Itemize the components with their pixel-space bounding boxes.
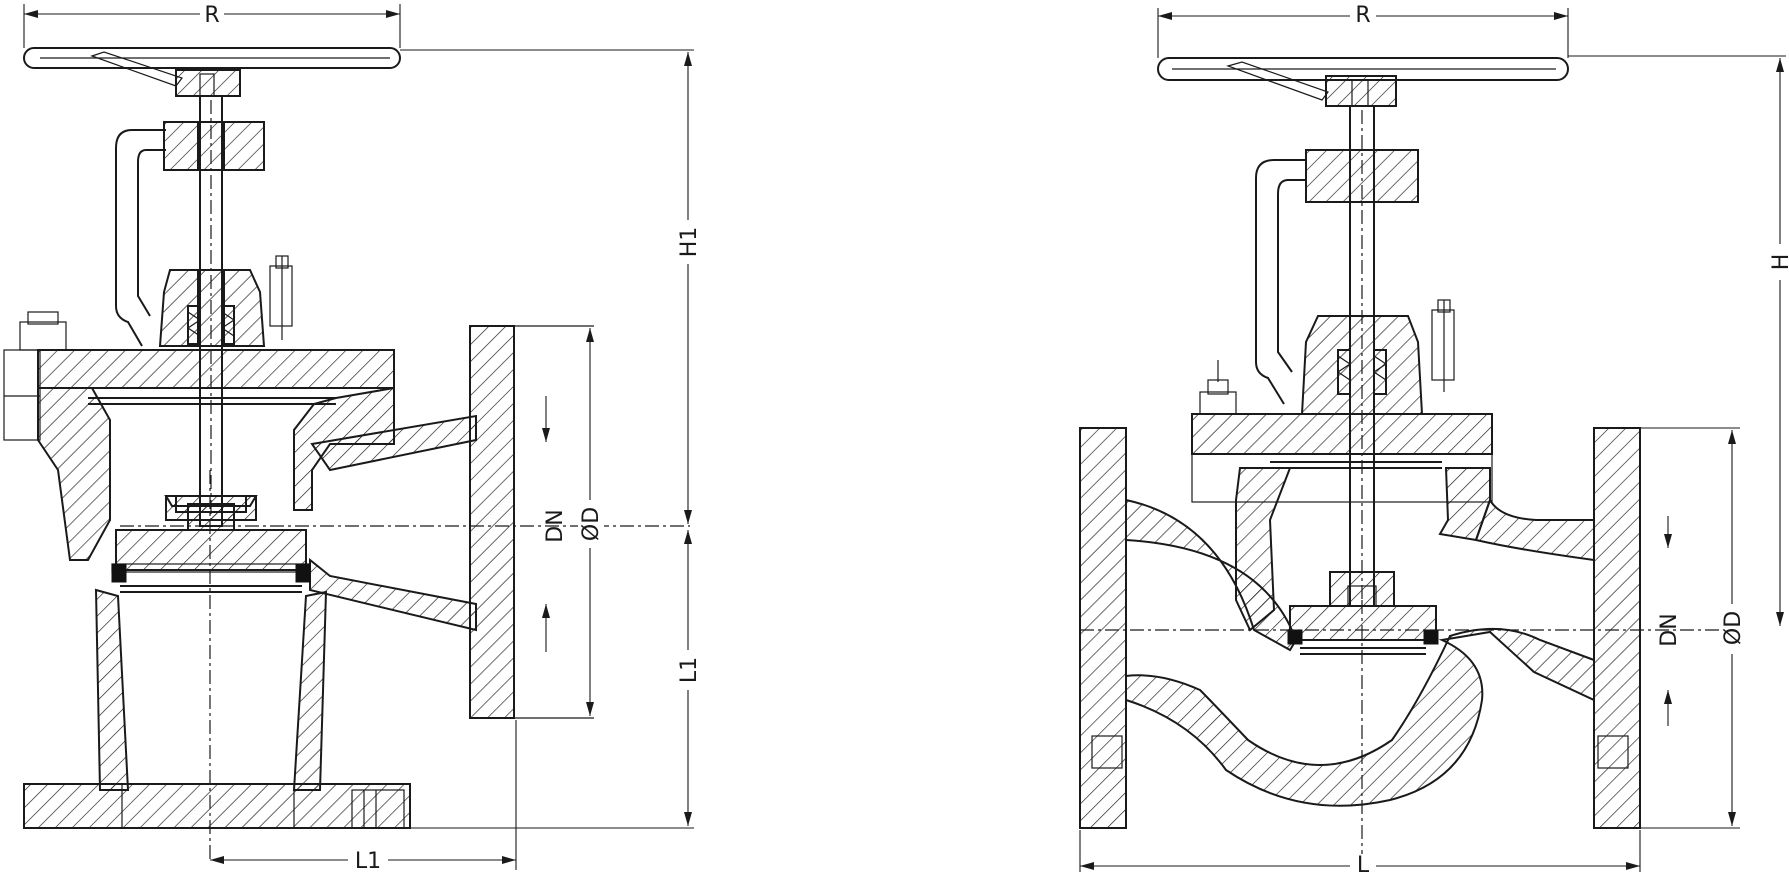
dimension-l1-vertical: L1	[410, 530, 702, 829]
label-od-right: ØD	[1721, 611, 1746, 645]
valve-disc	[111, 495, 311, 593]
inlet-body	[23, 588, 411, 829]
bonnet	[1300, 299, 1455, 415]
dimension-dn-right: DN	[1657, 516, 1682, 726]
outlet-flange	[1593, 427, 1641, 829]
dimension-h: H	[1568, 55, 1789, 626]
dimension-od-right: ØD	[1640, 427, 1746, 829]
body-flange	[3, 311, 395, 441]
dimension-od-left: ØD	[578, 328, 604, 716]
label-r: R	[1355, 3, 1370, 28]
label-r: R	[204, 3, 219, 28]
label-h: H	[1769, 254, 1789, 271]
body-shell	[1091, 497, 1629, 807]
dimension-dn-left: DN	[542, 396, 568, 652]
bonnet	[158, 255, 293, 347]
outlet-lower-wall	[309, 557, 477, 632]
outlet-flange	[469, 325, 594, 719]
body-wall-left	[37, 387, 111, 561]
label-od-left: ØD	[579, 507, 604, 541]
dimension-r: R	[1157, 3, 1569, 58]
dimension-l: L	[1079, 830, 1641, 874]
label-dn-right: DN	[1657, 613, 1682, 646]
label-l1-vertical: L1	[677, 657, 702, 683]
angle-valve-drawing: R H1 L1 L1	[3, 2, 702, 874]
yoke	[1255, 149, 1419, 405]
yoke	[115, 121, 265, 347]
label-h1: H1	[677, 227, 702, 258]
body-flange	[1191, 360, 1493, 503]
label-l1-horizontal: L1	[355, 849, 381, 874]
dimension-l1-horizontal: L1	[210, 720, 517, 874]
handwheel	[1157, 57, 1569, 107]
valve-disc	[1287, 571, 1439, 655]
label-l: L	[1357, 853, 1370, 874]
label-dn-left: DN	[543, 509, 568, 542]
dimension-r: R	[23, 2, 401, 48]
dimension-h1: H1	[400, 49, 702, 524]
globe-valve-drawing: R H L DN	[1079, 3, 1789, 874]
handwheel	[23, 47, 401, 97]
